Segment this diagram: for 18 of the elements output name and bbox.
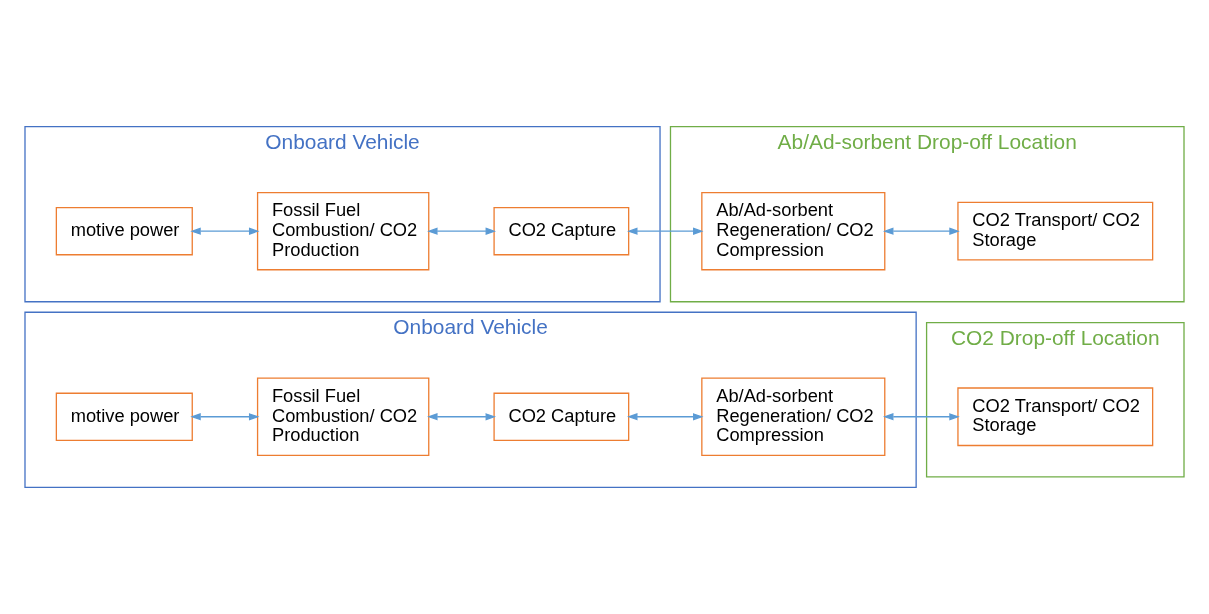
node-box: CO2 Transport/ CO2 Storage	[957, 201, 1154, 261]
node-box: CO2 Capture	[493, 392, 630, 441]
arrow	[627, 227, 704, 235]
node-box: motive power	[55, 207, 193, 256]
node-box: CO2 Transport/ CO2 Storage	[957, 387, 1154, 447]
arrow	[427, 227, 497, 235]
node-box: motive power	[55, 392, 193, 441]
node-box: Ab/Ad-sorbent Regeneration/ CO2 Compression	[701, 192, 886, 271]
arrow	[883, 227, 960, 235]
arrow	[627, 413, 704, 421]
node-box: CO2 Capture	[493, 207, 630, 256]
node-box: Ab/Ad-sorbent Regeneration/ CO2 Compression	[701, 377, 886, 456]
node-box: Fossil Fuel Combustion/ CO2 Production	[256, 192, 430, 271]
arrow	[190, 413, 260, 421]
arrow	[190, 227, 260, 235]
arrow	[883, 413, 960, 421]
arrow	[427, 413, 497, 421]
node-box: Fossil Fuel Combustion/ CO2 Production	[256, 377, 430, 456]
